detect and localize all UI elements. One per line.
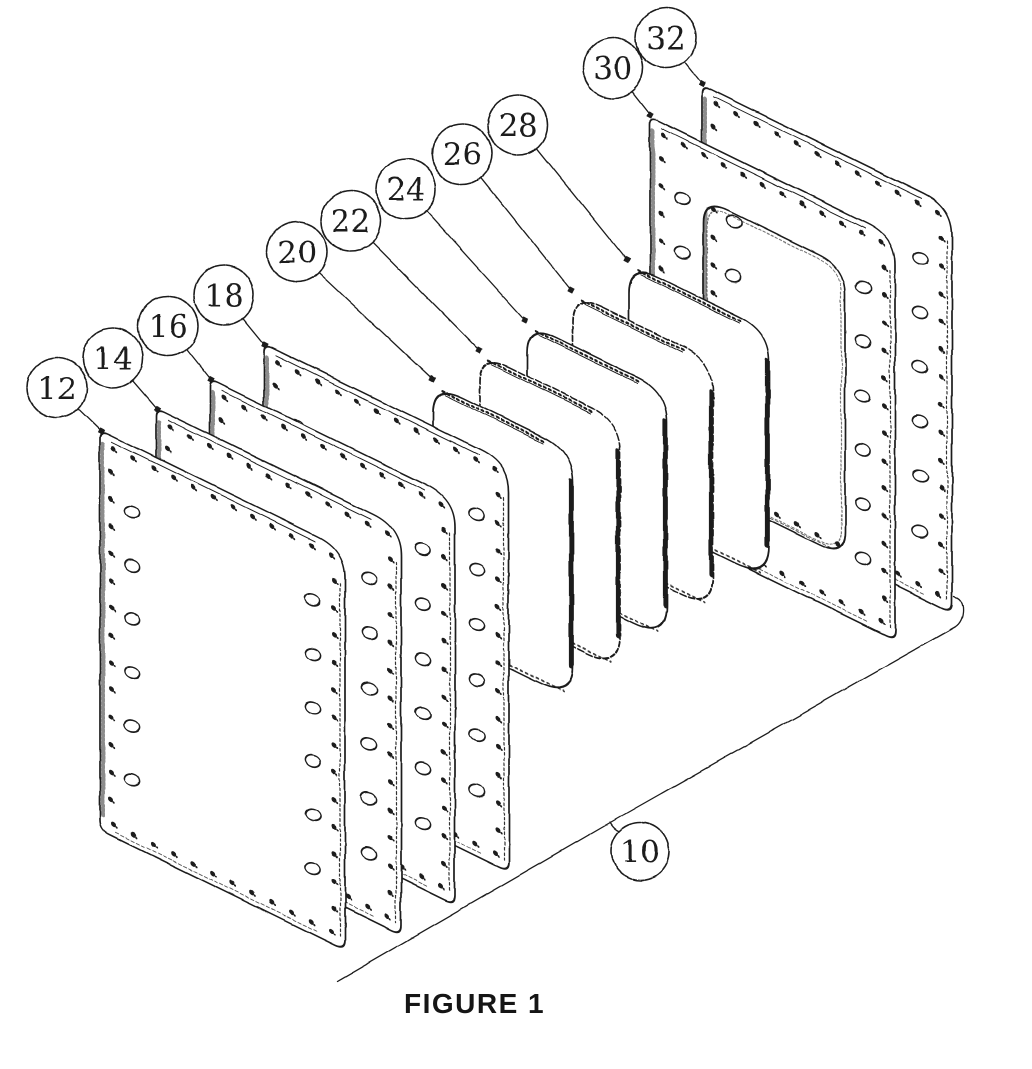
callout-18-label: 18 bbox=[204, 278, 243, 314]
callout-28: 28 bbox=[487, 94, 631, 264]
callout-30-label: 30 bbox=[593, 51, 632, 87]
callout-16-marker bbox=[207, 376, 215, 384]
callout-24-leader bbox=[425, 210, 526, 321]
callout-14-label: 14 bbox=[93, 341, 132, 377]
plate-26-thickness-edge bbox=[584, 304, 684, 354]
plate-26-top-hatch bbox=[580, 299, 688, 354]
plate-24-thickness-edge bbox=[538, 334, 638, 384]
callout-30-marker bbox=[646, 111, 654, 119]
plate-30-thickness-edge bbox=[661, 128, 866, 229]
plate-28-top-hatch bbox=[636, 269, 744, 324]
callout-22: 22 bbox=[320, 190, 483, 354]
callout-24-label: 24 bbox=[386, 172, 425, 208]
callout-32-leader bbox=[684, 60, 703, 84]
callout-12-circle bbox=[26, 357, 88, 419]
callout-26: 26 bbox=[431, 123, 575, 294]
callout-16: 16 bbox=[137, 295, 215, 384]
callout-26-label: 26 bbox=[442, 137, 481, 173]
callout-12-label: 12 bbox=[37, 371, 76, 407]
callout-20-leader bbox=[318, 271, 433, 380]
callout-24-marker bbox=[521, 316, 529, 324]
callout-32-circle bbox=[635, 7, 697, 69]
plate-12-bolt-holes bbox=[108, 446, 339, 936]
callout-18-marker bbox=[261, 341, 269, 349]
callout-16-leader bbox=[186, 348, 212, 381]
callout-28-circle bbox=[487, 94, 549, 156]
plate-32-thickness-edge bbox=[713, 96, 923, 200]
callout-22-leader bbox=[371, 241, 480, 351]
callout-32-label: 32 bbox=[646, 21, 685, 57]
callout-18-circle bbox=[193, 264, 255, 326]
plate-30-window-cut-edge bbox=[706, 210, 842, 545]
callout-14: 14 bbox=[82, 327, 161, 413]
assembly-bracket-hook bbox=[953, 595, 964, 628]
plate-12-thickness-edge bbox=[111, 441, 316, 542]
callout-20-marker bbox=[428, 375, 436, 383]
plate-22-thickness-edge bbox=[491, 364, 591, 414]
callout-20-circle bbox=[266, 221, 328, 283]
assembly-callout-circle bbox=[610, 821, 670, 881]
callout-30-leader bbox=[630, 90, 651, 116]
plate-12-bottom-inner-line bbox=[115, 832, 318, 932]
callout-32-marker bbox=[698, 79, 706, 87]
callout-22-marker bbox=[475, 346, 483, 354]
plate-20-top-hatch bbox=[440, 389, 548, 444]
plate-12 bbox=[99, 431, 346, 948]
plate-22-top-hatch bbox=[487, 359, 595, 414]
callout-26-marker bbox=[567, 286, 575, 294]
callout-12-leader bbox=[77, 408, 102, 432]
callout-20-label: 20 bbox=[277, 235, 316, 271]
callout-14-circle bbox=[82, 327, 144, 389]
plate-28-thickness-edge bbox=[640, 274, 740, 324]
callout-30-circle bbox=[582, 37, 644, 99]
plate-18-thickness-edge bbox=[275, 355, 480, 456]
figure-caption: FIGURE 1 bbox=[404, 988, 546, 1019]
assembly-bracket: 10 bbox=[336, 595, 964, 982]
plate-20-thickness-edge bbox=[444, 394, 544, 444]
exploded-stack-art: 10 12 14 16 18 20 22 24 26 28 30 32 bbox=[26, 7, 964, 982]
callout-12: 12 bbox=[26, 357, 105, 435]
callout-28-leader bbox=[536, 147, 628, 261]
callout-14-marker bbox=[153, 405, 161, 413]
callout-28-label: 28 bbox=[498, 108, 537, 144]
callout-18-leader bbox=[242, 317, 266, 346]
callout-30: 30 bbox=[582, 37, 654, 119]
callout-22-label: 22 bbox=[331, 204, 370, 240]
assembly-bracket-line bbox=[336, 626, 956, 982]
callout-32: 32 bbox=[635, 7, 706, 87]
callout-20: 20 bbox=[266, 221, 436, 383]
assembly-callout-label: 10 bbox=[620, 834, 659, 870]
callout-22-circle bbox=[320, 190, 382, 252]
callout-28-marker bbox=[623, 256, 631, 264]
callout-18: 18 bbox=[193, 264, 269, 349]
callout-26-circle bbox=[431, 123, 493, 185]
callout-12-marker bbox=[97, 427, 105, 435]
plate-14-thickness-edge bbox=[167, 419, 372, 520]
callout-24-circle bbox=[375, 158, 437, 220]
callout-16-circle bbox=[137, 295, 199, 357]
plate-12-face bbox=[99, 431, 346, 948]
plate-16-thickness-edge bbox=[221, 390, 426, 491]
plate-24-top-hatch bbox=[534, 329, 642, 384]
callout-14-leader bbox=[131, 380, 158, 410]
callout-16-label: 16 bbox=[148, 309, 187, 345]
callout-24: 24 bbox=[375, 158, 529, 324]
callout-26-leader bbox=[480, 176, 572, 291]
